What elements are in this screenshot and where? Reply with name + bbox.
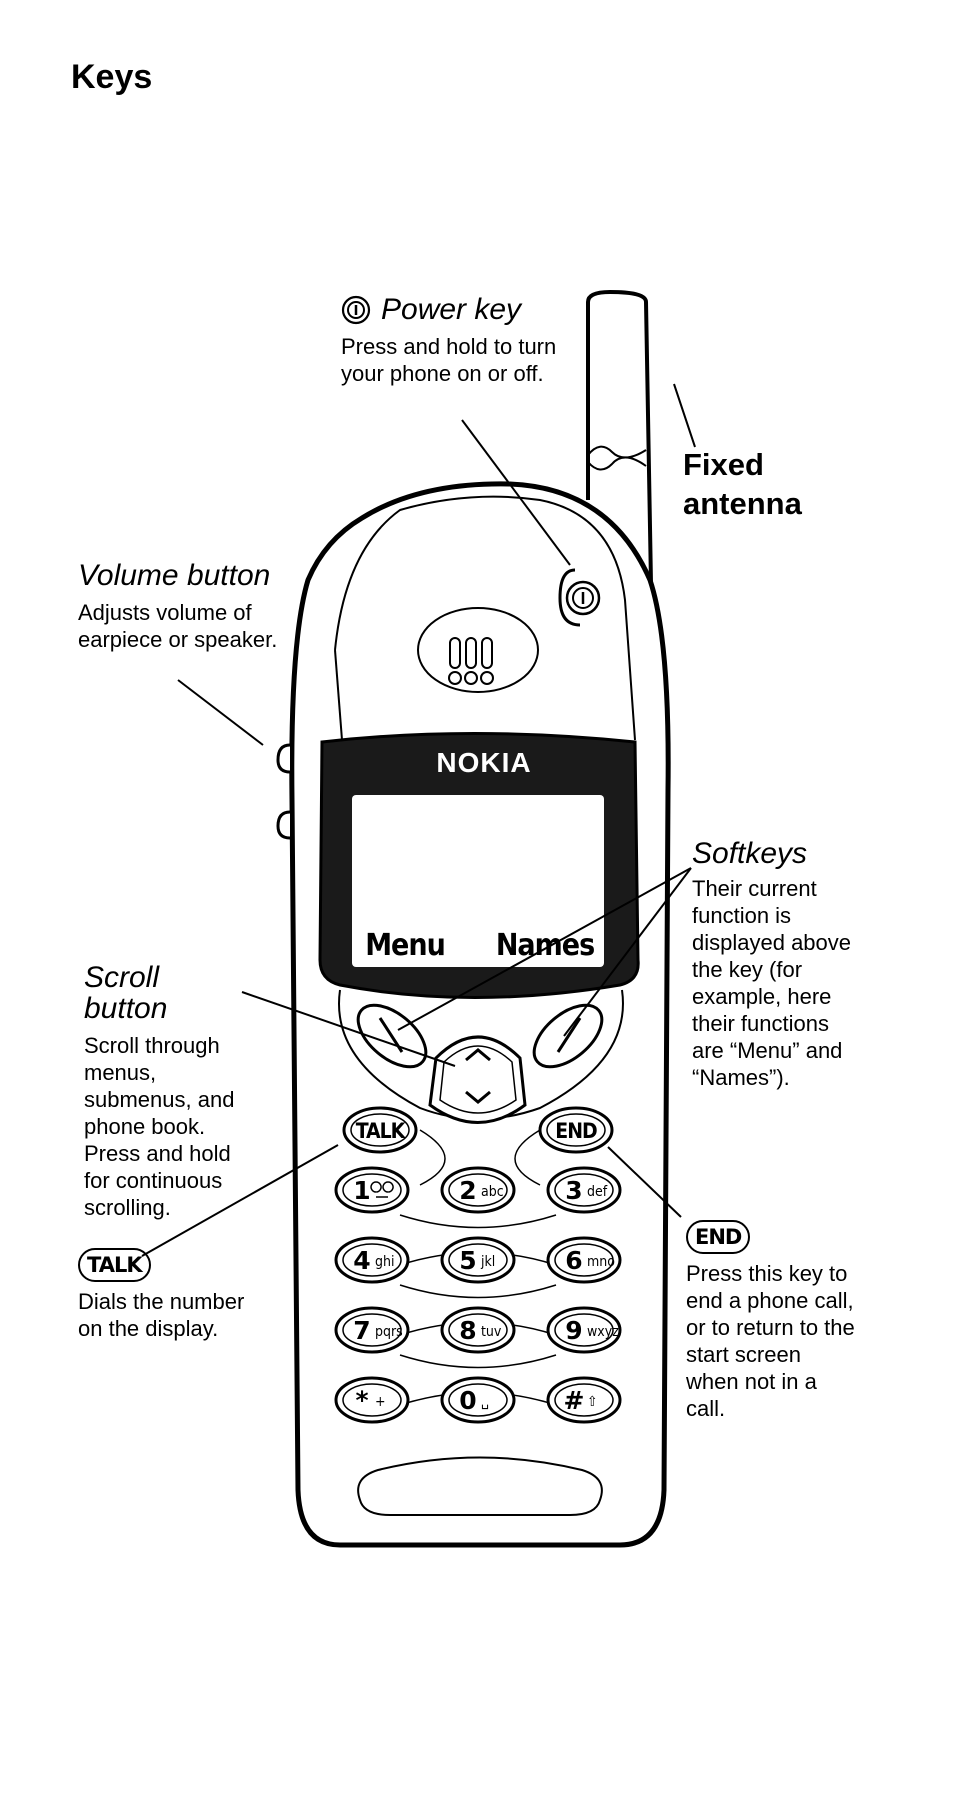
scroll-key[interactable] xyxy=(428,1035,527,1124)
display-screen xyxy=(352,795,604,967)
talk-key[interactable]: TALK xyxy=(342,1106,418,1154)
right-softkey-label: Names xyxy=(496,928,594,963)
voicemail-icon xyxy=(370,1181,394,1198)
keypad-key-letters: tuv xyxy=(481,1324,502,1340)
volume-button-description: Adjusts volume of earpiece or speaker. xyxy=(78,600,278,652)
keypad-key-digit: 5 xyxy=(459,1246,476,1275)
volume-leader xyxy=(177,679,264,746)
talk-key-description: Dials the number on the display. xyxy=(78,1289,245,1341)
scroll-down-arrow-icon xyxy=(465,1090,491,1104)
svg-text:END: END xyxy=(555,1119,597,1143)
talk-key-callout: TALK Dials the number on the display. xyxy=(78,1248,268,1342)
antenna-leader xyxy=(673,383,696,448)
keypad-key-letters: + xyxy=(375,1394,386,1410)
keypad-key-letters: def xyxy=(587,1184,608,1200)
keypad-key-letters: mno xyxy=(587,1254,615,1270)
keypad-key-digit: # xyxy=(564,1386,585,1415)
keypad-key-digit: 4 xyxy=(353,1246,370,1275)
keypad-key-letters: ghi xyxy=(375,1254,394,1270)
keypad-key-digit: 2 xyxy=(459,1176,476,1205)
softkeys-description: Their current function is displayed abov… xyxy=(692,876,852,1090)
keypad-key-9[interactable]: 9 wxyz xyxy=(546,1306,622,1354)
keypad-key-8[interactable]: 8 tuv xyxy=(440,1306,516,1354)
softkeys-heading: Softkeys xyxy=(692,837,808,870)
keypad-key-digit: 7 xyxy=(353,1316,370,1345)
antenna-callout: Fixed antenna xyxy=(683,445,833,523)
keypad-key-letters: abc xyxy=(481,1184,504,1200)
power-key-callout: Power key Press and hold to turn your ph… xyxy=(341,294,571,387)
talk-key-badge: TALK xyxy=(78,1248,151,1282)
softkeys-leader-left xyxy=(397,867,692,1031)
keypad-key-letters: ␣ xyxy=(481,1394,489,1410)
power-leader xyxy=(461,419,571,566)
keypad-key-6[interactable]: 6 mno xyxy=(546,1236,622,1284)
softkeys-callout: Softkeys Their current function is displ… xyxy=(692,838,862,1091)
power-key-shape xyxy=(558,568,601,627)
power-key-description: Press and hold to turn your phone on or … xyxy=(341,334,557,386)
keypad-key-digit: 9 xyxy=(565,1316,582,1345)
keypad-key-digit: 0 xyxy=(459,1386,476,1415)
end-key-description: Press this key to end a phone call, or t… xyxy=(686,1261,855,1421)
keypad-key-digit: * xyxy=(355,1386,368,1415)
keypad-key-digit: 3 xyxy=(565,1176,582,1205)
power-icon xyxy=(341,295,371,324)
keypad-key-2[interactable]: 2 abc xyxy=(440,1166,516,1214)
softkeys-leader-right xyxy=(563,867,692,1037)
keypad-key-digit: 1 xyxy=(353,1176,370,1205)
keypad-key-11[interactable]: 0␣ xyxy=(440,1376,516,1424)
antenna-heading: Fixed antenna xyxy=(683,447,802,521)
keypad-key-5[interactable]: 5 jkl xyxy=(440,1236,516,1284)
keypad-key-12[interactable]: #⇧ xyxy=(546,1376,622,1424)
keypad-key-digit: 8 xyxy=(459,1316,476,1345)
keypad-key-10[interactable]: *+ xyxy=(334,1376,410,1424)
microphone-slot xyxy=(357,1456,603,1516)
left-softkey-label: Menu xyxy=(365,928,445,963)
earpiece xyxy=(417,607,539,693)
page-title: Keys xyxy=(71,58,153,96)
scroll-button-callout: Scroll button Scroll through menus, subm… xyxy=(84,962,254,1221)
keypad-key-letters: jkl xyxy=(480,1254,495,1270)
keypad-key-7[interactable]: 7 pqrs xyxy=(334,1306,410,1354)
scroll-leader xyxy=(241,991,456,1067)
scroll-button-description: Scroll through menus, submenus, and phon… xyxy=(84,1033,235,1220)
end-key-callout: END Press this key to end a phone call, … xyxy=(686,1220,856,1422)
volume-button-shape xyxy=(276,743,291,840)
volume-button-heading: Volume button xyxy=(78,559,271,592)
keypad-key-digit: 6 xyxy=(565,1246,582,1275)
power-key-heading: Power key xyxy=(381,293,522,326)
keypad-key-letters: pqrs xyxy=(375,1324,403,1340)
svg-text:TALK: TALK xyxy=(356,1119,407,1143)
right-softkey-button[interactable] xyxy=(523,993,613,1078)
keypad-key-letters: ⇧ xyxy=(587,1394,598,1410)
brand-logo: NOKIA xyxy=(436,747,531,778)
end-key-badge: END xyxy=(686,1220,751,1254)
end-leader xyxy=(607,1146,682,1218)
keypad-key-3[interactable]: 3 def xyxy=(546,1166,622,1214)
keypad-key-4[interactable]: 4 ghi xyxy=(334,1236,410,1284)
talk-leader xyxy=(141,1144,339,1257)
end-key[interactable]: END xyxy=(538,1106,614,1154)
keypad-key-1[interactable]: 1 xyxy=(334,1166,410,1214)
scroll-button-heading: Scroll button xyxy=(84,961,168,1025)
keypad-key-letters: wxyz xyxy=(587,1324,619,1340)
scroll-up-arrow-icon xyxy=(465,1048,491,1062)
volume-button-callout: Volume button Adjusts volume of earpiece… xyxy=(78,560,298,653)
